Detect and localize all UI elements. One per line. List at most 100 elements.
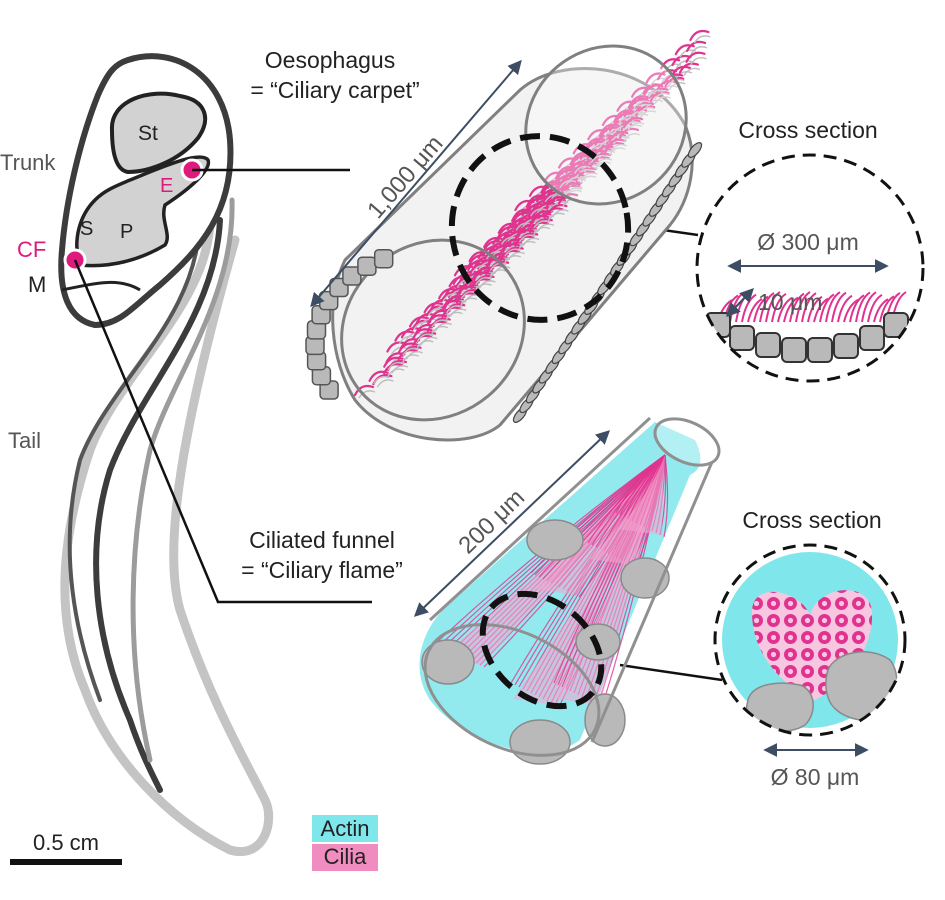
cilium xyxy=(554,174,575,186)
cilium xyxy=(368,370,389,382)
cilium xyxy=(412,328,433,340)
legend-cilia: Cilia xyxy=(324,844,368,869)
cilium xyxy=(633,101,655,113)
cilium xyxy=(771,292,787,323)
cilium xyxy=(560,182,581,194)
cilium-shadow xyxy=(693,35,711,44)
cilium xyxy=(593,145,615,157)
cilium-shadow xyxy=(391,365,409,374)
epithelial-cell xyxy=(781,337,807,363)
cilium xyxy=(795,291,811,323)
cilium xyxy=(649,90,670,103)
funnel-cross-section-label: Cross section xyxy=(742,507,881,533)
cilium xyxy=(545,198,567,210)
cilia-flame xyxy=(513,455,665,705)
cilium-shadow xyxy=(416,333,434,342)
cilium-shadow xyxy=(675,71,693,80)
funnel-cell xyxy=(526,519,584,561)
funnel-cross-section-outline xyxy=(713,543,907,737)
oesophagus-tube: 1,000 μm xyxy=(305,29,711,442)
cilium-shadow xyxy=(564,187,582,196)
cilium xyxy=(777,296,793,323)
cilium xyxy=(619,454,666,516)
cilium-shadow xyxy=(633,100,651,109)
cilium-shadow xyxy=(522,219,539,228)
cilium xyxy=(594,134,615,146)
tail xyxy=(60,197,274,857)
funnel-connector xyxy=(73,259,372,604)
epithelial-cell xyxy=(729,325,755,351)
cilium xyxy=(879,295,895,323)
funnel-title: Ciliated funnel xyxy=(249,527,395,553)
cilium xyxy=(825,291,841,323)
cilium xyxy=(849,294,865,323)
cilium-shadow xyxy=(435,322,452,331)
s-label: S xyxy=(80,218,93,240)
cilium-shadow xyxy=(536,204,554,214)
cilium-shadow xyxy=(647,89,665,98)
cilium-shadow xyxy=(689,56,707,66)
cilium-shadow xyxy=(652,92,670,102)
cilium xyxy=(648,87,669,99)
legend-cilia-swatch xyxy=(312,844,378,871)
cilium-shadow xyxy=(590,154,608,164)
cilium-shadow xyxy=(613,125,631,134)
cilium-shadow xyxy=(660,85,678,94)
cilium xyxy=(618,127,639,139)
cilium xyxy=(426,314,447,326)
funnel-cell xyxy=(421,639,475,685)
cilium-shadow xyxy=(405,332,423,341)
cilium xyxy=(525,203,546,215)
cilium xyxy=(807,295,823,323)
cilium-shadow xyxy=(551,209,569,218)
cilium xyxy=(855,291,871,323)
cilium xyxy=(569,160,590,172)
cross-section-cells xyxy=(705,312,909,363)
cilium xyxy=(663,454,669,538)
cilium-shadow xyxy=(530,208,547,217)
legend-actin: Actin xyxy=(321,816,370,841)
cilium-shadow xyxy=(604,128,622,137)
cilium-shadow xyxy=(675,60,693,69)
cilium-shadow xyxy=(575,169,593,178)
cilium-shadow xyxy=(405,350,423,360)
cilium xyxy=(837,294,853,323)
cilium xyxy=(689,29,710,42)
cilium-shadow xyxy=(533,220,551,229)
oesophagus-cross-section-label: Cross section xyxy=(738,117,877,143)
cilium xyxy=(353,384,375,397)
cilium xyxy=(585,137,606,149)
cilium xyxy=(614,109,635,121)
cilium-shadow xyxy=(573,165,591,174)
tail-label: Tail xyxy=(8,428,41,453)
cilium xyxy=(615,454,666,514)
cilium-shadow xyxy=(638,107,656,116)
oesophagus-diameter: Ø 300 μm xyxy=(757,229,858,255)
cilium xyxy=(867,293,883,323)
cilium xyxy=(759,292,775,323)
epithelial-cell xyxy=(687,142,703,158)
cilium xyxy=(685,51,706,63)
cilium xyxy=(861,291,877,323)
cilium xyxy=(604,142,625,154)
cilium xyxy=(547,204,568,216)
cilium xyxy=(678,62,699,74)
cilium xyxy=(623,454,666,518)
funnel-cone: 200 μm xyxy=(413,416,721,765)
cilium xyxy=(664,76,685,88)
oesophagus-subtitle: = “Ciliary carpet” xyxy=(250,77,419,103)
cilium-shadow xyxy=(580,172,598,181)
cilium-shadow xyxy=(522,237,540,246)
cilium-shadow xyxy=(608,147,626,156)
cilium-shadow xyxy=(431,319,449,328)
cilium xyxy=(605,138,626,150)
cilium-shadow xyxy=(372,375,390,385)
cilium xyxy=(575,170,596,182)
cilium xyxy=(628,95,650,107)
cilium xyxy=(558,193,579,205)
cilium-shadow xyxy=(387,361,405,371)
cilium xyxy=(789,292,805,323)
cilium xyxy=(589,156,610,168)
legend-actin-swatch xyxy=(312,815,378,842)
cross-section-outline xyxy=(695,153,925,383)
